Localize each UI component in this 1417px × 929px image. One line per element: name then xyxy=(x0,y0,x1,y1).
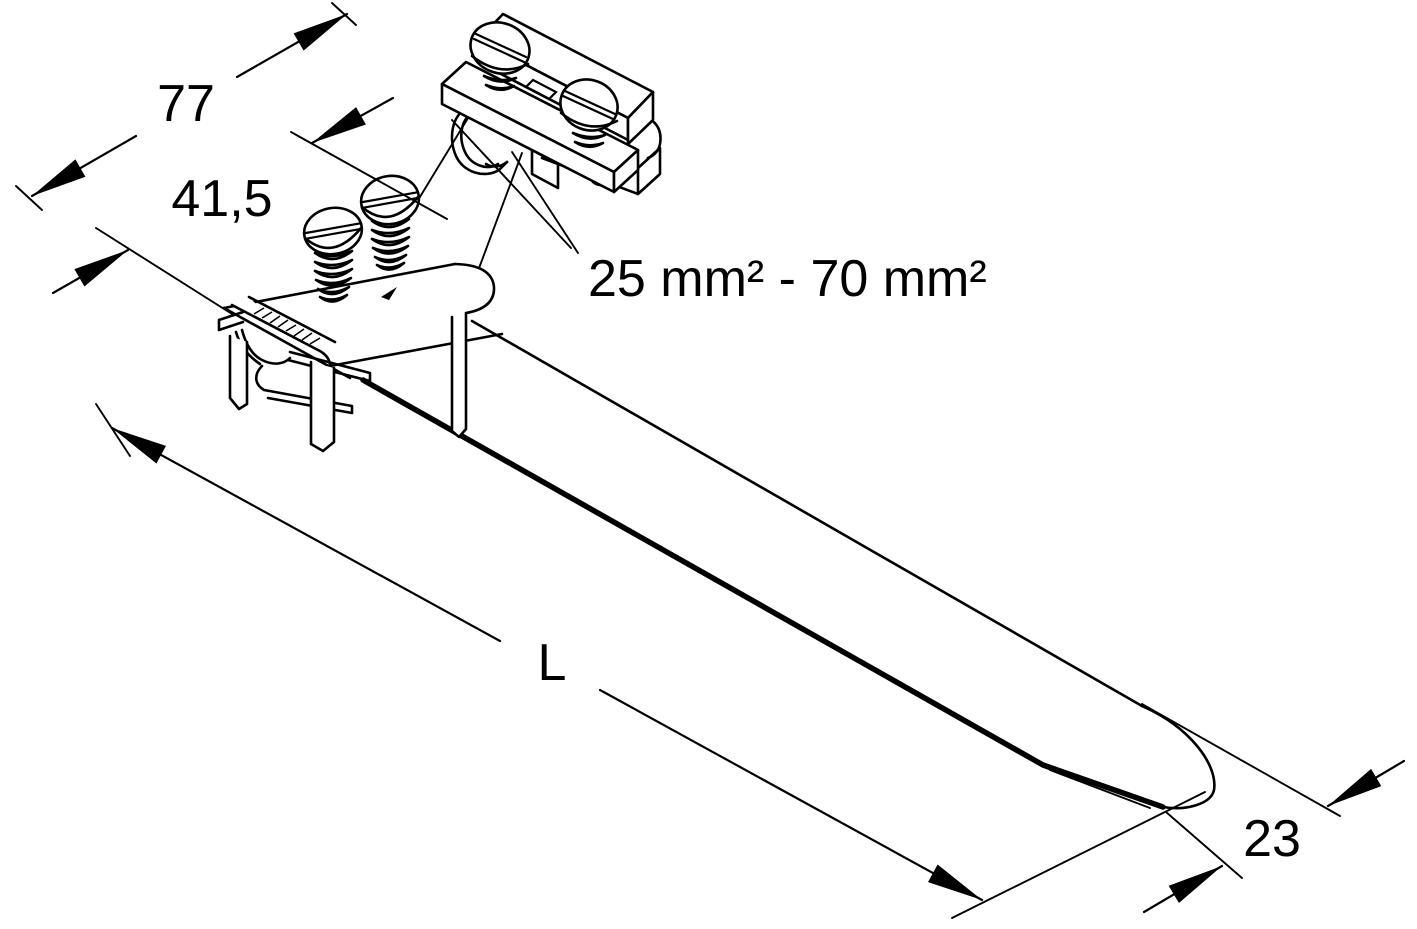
dim-23-label: 23 xyxy=(1243,810,1301,868)
dimension-41-5: 41,5 xyxy=(51,96,448,315)
conductor-clamp xyxy=(440,12,662,196)
dim-41-5-label: 41,5 xyxy=(171,170,272,228)
embossed-arrow-mark xyxy=(381,287,397,300)
bracket-screws xyxy=(302,174,421,303)
clamp-screw-right xyxy=(559,78,619,149)
bracket-screw-rear xyxy=(359,174,421,271)
dimension-L: L xyxy=(95,403,1206,919)
dimension-23: 23 xyxy=(1141,703,1406,914)
dimension-77: 77 xyxy=(15,2,357,211)
clamp-screw-left xyxy=(469,21,531,92)
terminal-blade xyxy=(360,319,1216,810)
label-conductor-range: 25 mm² - 70 mm² xyxy=(588,250,987,308)
dim-77-label: 77 xyxy=(157,75,215,133)
clamp-bracket xyxy=(217,262,504,453)
dim-L-label: L xyxy=(538,634,567,692)
bracket-screw-front xyxy=(302,206,364,303)
knurl-marking xyxy=(253,307,321,345)
